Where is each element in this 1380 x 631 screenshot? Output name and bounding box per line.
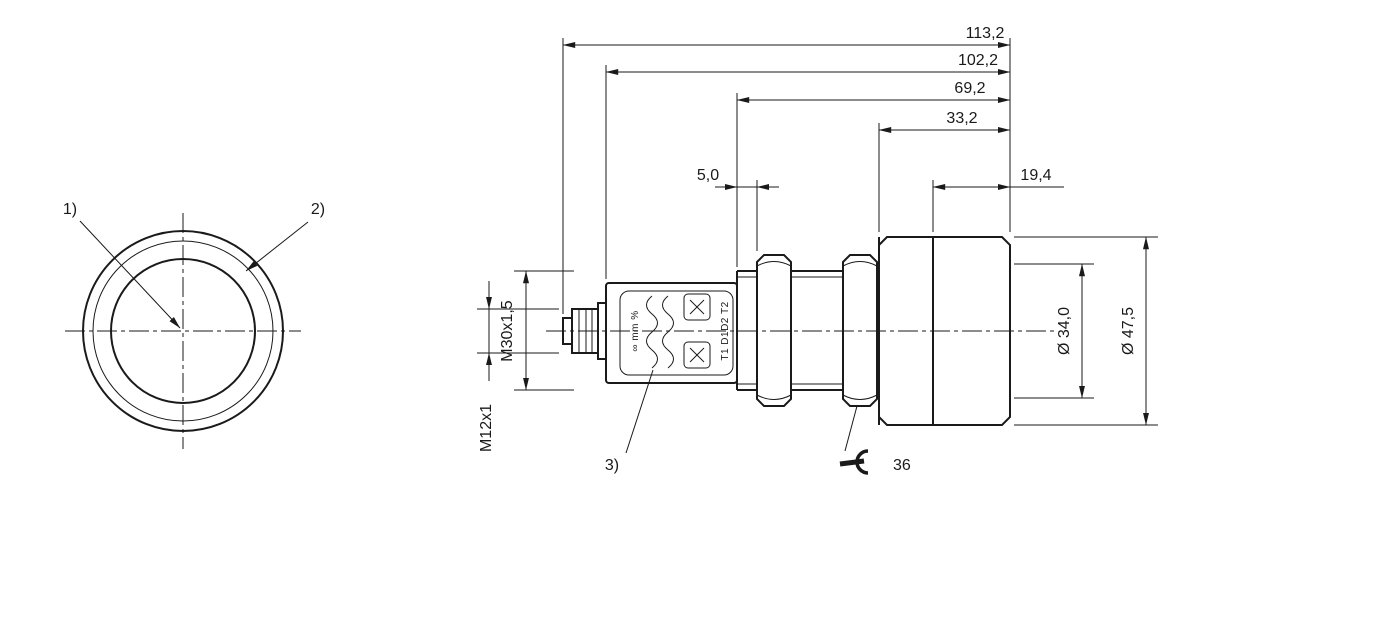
nut-2-chamfer-bottom <box>842 394 878 400</box>
callouts: 3) 36 <box>605 369 911 475</box>
dim-inner-diameter-value: Ø 34,0 <box>1056 307 1073 355</box>
teach-button-top-frame <box>683 293 711 321</box>
dim-connector-thread: M12x1 <box>477 281 559 452</box>
dim-main-thread: M30x1,5 <box>499 270 574 391</box>
dim-head-length-value: 33,2 <box>946 110 977 127</box>
callout-2-label: 2) <box>311 201 325 218</box>
callout-1: 1) <box>63 201 181 329</box>
callout-1-leader <box>79 220 181 329</box>
display-housing: ∞ mm % T1 D1D2 T2 <box>605 282 738 384</box>
callout-2: 2) <box>245 201 325 272</box>
dim-total-length-value: 113,2 <box>966 25 1005 42</box>
dim-front-section: 19,4 <box>932 167 1064 232</box>
callout-3: 3) <box>605 369 654 474</box>
callout-3-leader <box>625 369 654 454</box>
wrench-size-callout: 36 <box>839 405 911 475</box>
teach-button-top <box>683 293 711 321</box>
dim-front-section-value: 19,4 <box>1020 167 1051 184</box>
dim-thread-to-face: 69,2 <box>736 80 1011 103</box>
dim-connector-thread-value: M12x1 <box>478 404 495 452</box>
x-cross-icon <box>689 347 705 363</box>
dim-head-diameter: Ø 47,5 <box>1014 236 1158 426</box>
front-outer-circle <box>82 230 284 432</box>
dim-thread-free-length: 5,0 <box>697 167 779 251</box>
callout-2-leader <box>245 221 309 272</box>
display-label-plate <box>619 290 734 376</box>
dim-thread-to-face-value: 69,2 <box>954 80 985 97</box>
dim-body-length: 102,2 <box>605 52 1011 75</box>
callout-1-label: 1) <box>63 201 77 218</box>
sound-wave-ribbon-icon <box>646 295 674 369</box>
dim-head-length: 33,2 <box>878 110 1011 133</box>
dim-inner-diameter: Ø 34,0 <box>1014 263 1094 399</box>
dimensions: 113,2 102,2 69,2 33,2 5,0 <box>477 25 1158 452</box>
front-view: 1) 2) <box>63 201 325 449</box>
callout-3-label: 3) <box>605 457 619 474</box>
teach-button-bottom <box>683 341 711 369</box>
wave-line-2 <box>662 295 674 369</box>
wrench-size-value: 36 <box>893 457 911 474</box>
x-stroke <box>689 347 705 363</box>
nut-1-chamfer-top <box>756 261 792 267</box>
dim-head-diameter-value: Ø 47,5 <box>1120 307 1137 355</box>
nut-1-chamfer-bottom <box>756 394 792 400</box>
dim-body-length-value: 102,2 <box>958 52 998 69</box>
dim-main-thread-value: M30x1,5 <box>499 300 516 361</box>
wave-line-1 <box>646 295 658 369</box>
nut-2-chamfer-top <box>842 261 878 267</box>
front-bezel-circle <box>92 240 274 422</box>
teach-button-bottom-frame <box>683 341 711 369</box>
wrench-leader <box>844 405 858 452</box>
open-end-wrench-icon <box>839 449 869 475</box>
wrench-jaw <box>855 449 869 475</box>
housing-body <box>605 282 738 384</box>
dim-total-length: 113,2 <box>562 25 1011 48</box>
dim-thread-free-length-value: 5,0 <box>697 167 719 184</box>
x-cross-icon <box>689 299 705 315</box>
front-transducer-circle <box>110 258 256 404</box>
wrench-shaft <box>839 458 865 467</box>
side-view: ∞ mm % T1 D1D2 T2 <box>546 236 1058 426</box>
x-stroke <box>689 299 705 315</box>
